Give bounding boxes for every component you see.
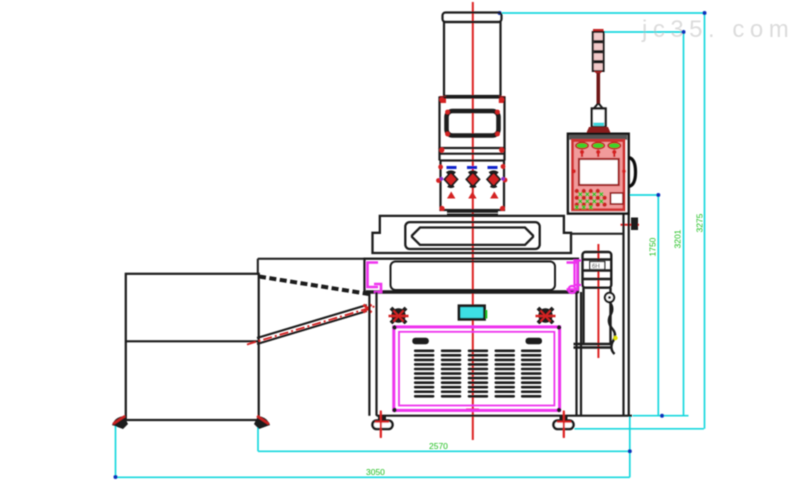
svg-text:3201: 3201 xyxy=(673,229,683,248)
svg-text:jc35. com: jc35. com xyxy=(641,16,794,43)
svg-text:1750: 1750 xyxy=(648,237,658,256)
svg-text:6H: 6H xyxy=(592,264,600,270)
svg-text:3275: 3275 xyxy=(695,213,705,232)
svg-text:3050: 3050 xyxy=(366,467,385,477)
svg-text:2570: 2570 xyxy=(429,441,448,451)
